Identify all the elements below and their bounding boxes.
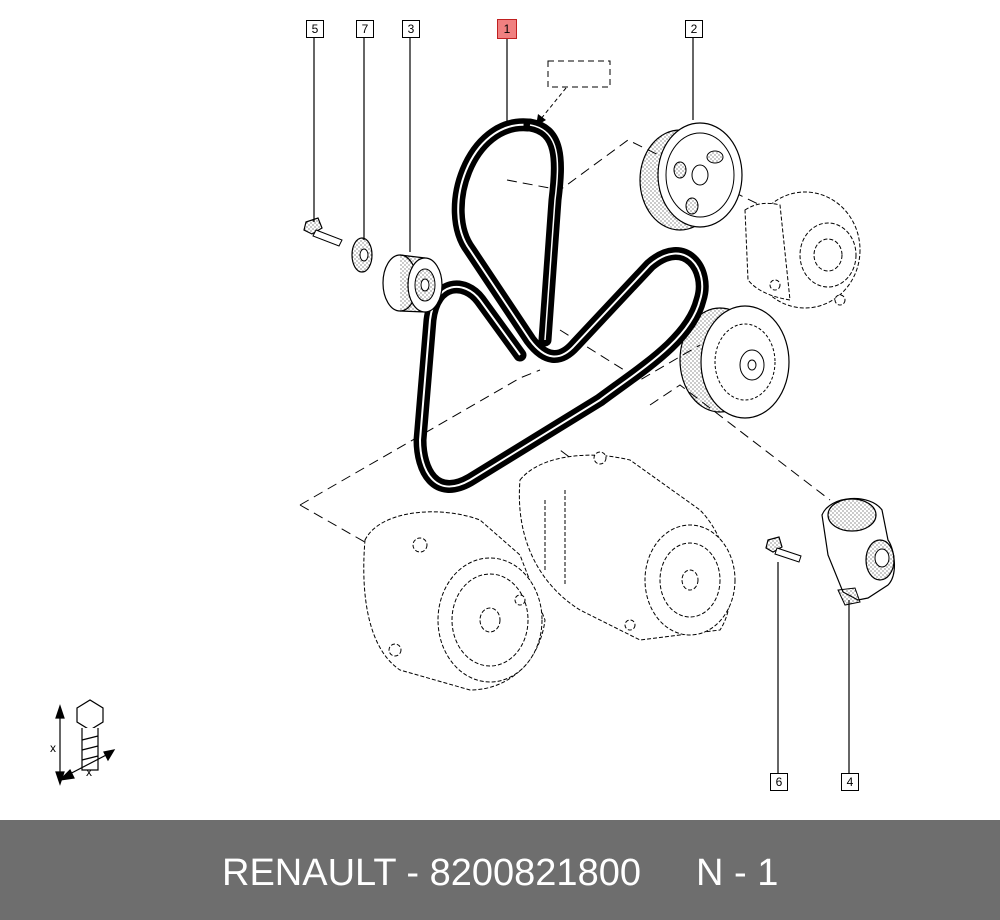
tensioner-4 [821, 498, 895, 606]
part-footer-bar: RENAULT - 8200821800 N - 1 [0, 820, 1000, 920]
reference-placeholder [536, 60, 611, 126]
pulley-2 [639, 122, 743, 231]
callout-1-highlighted: 1 [497, 19, 517, 39]
torque-legend [55, 699, 116, 786]
drive-belt [413, 118, 709, 493]
leader-lines [313, 37, 850, 774]
legend-x-horizontal: x [86, 765, 92, 779]
callout-6: 6 [770, 773, 788, 791]
belt-drive-diagram: x x [50, 37, 895, 786]
callout-4: 4 [841, 773, 859, 791]
callout-5: 5 [306, 20, 324, 38]
diagram-reference-label: N - 1 [696, 852, 779, 894]
ac-compressor-a [363, 511, 546, 691]
callout-2: 2 [685, 20, 703, 38]
crankshaft-pulley [679, 305, 790, 419]
idler-roller-3 [382, 254, 443, 313]
legend-x-vertical: x [50, 741, 56, 755]
callout-3: 3 [402, 20, 420, 38]
bolt-6 [765, 536, 802, 563]
washer-7 [351, 237, 373, 273]
water-pump [744, 191, 861, 309]
callout-7: 7 [356, 20, 374, 38]
ac-compressor-b [518, 451, 736, 641]
bolt-5 [303, 217, 343, 247]
part-number-label: RENAULT - 8200821800 [222, 852, 641, 894]
